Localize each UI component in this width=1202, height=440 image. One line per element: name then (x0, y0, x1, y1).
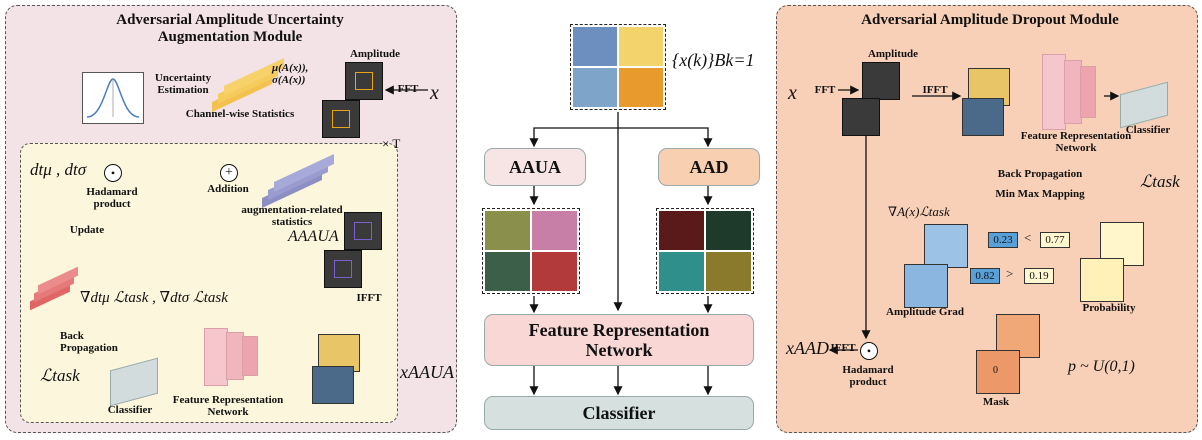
classifier-label-left: Classifier (107, 404, 153, 416)
back-prop-label-left: Back Propagation (60, 330, 130, 354)
frn-label-left: Feature Representation Network (168, 394, 288, 418)
batch-images (570, 24, 666, 110)
amplitude-map-right-1 (862, 62, 900, 100)
mu-label: μ(A(x)), (272, 62, 309, 74)
gradient-formula-left: ∇dtμ ℒtask , ∇dtσ ℒtask (80, 290, 228, 306)
fft-label-left: FFT (397, 83, 419, 95)
less-than: < (1024, 230, 1032, 245)
sigma-label: σ(A(x)) (272, 74, 306, 86)
frn-center-line1: Feature Representation (528, 320, 710, 340)
frn-left-line1: Feature Representation (172, 394, 284, 406)
aaua-title-line2: Augmentation Module (157, 29, 303, 45)
a-aaua-label: AAAUA (288, 228, 339, 245)
amplitude-grad-2 (904, 264, 948, 308)
hadamard-line2-left: product (93, 198, 131, 210)
amplitude-map-2 (322, 100, 360, 138)
uncertainty-label: Uncertainty Estimation (148, 72, 218, 96)
back-line2: Propagation (60, 342, 118, 354)
ifft-label-left: IFFT (356, 292, 382, 304)
frn-left-line2: Network (207, 406, 249, 418)
hadamard-label-left: Hadamard product (82, 186, 142, 210)
amplitude-map-right-2 (842, 98, 880, 136)
addition-label: Addition (207, 183, 249, 195)
update-label: Update (69, 224, 105, 236)
frn-right-line2: Network (1055, 142, 1097, 154)
amp-grad-label: Amplitude Grad (886, 306, 964, 318)
uncertainty-line1: Uncertainty (154, 72, 212, 84)
aad-output-images (656, 208, 754, 294)
aaua-title-line1: Adversarial Amplitude Uncertainty (116, 12, 344, 28)
addition-icon: + (220, 164, 238, 182)
amplitude-label-right: Amplitude (867, 48, 919, 60)
aaua-amplitude-map-1 (344, 212, 382, 250)
back-prop-label-right: Back Propagation (997, 168, 1083, 180)
classifier-box-center: Classifier (484, 396, 754, 430)
l-task-right: ℒtask (1140, 172, 1180, 191)
d-params: dtμ , dtσ (30, 160, 87, 179)
mask-grid-2: 0 (976, 350, 1020, 394)
mu-sigma-stats: μ(A(x)), σ(A(x)) (272, 62, 308, 86)
frn-label-right: Feature Representation Network (1016, 130, 1136, 154)
greater-than: > (1006, 266, 1014, 281)
prob-value-1: 0.77 (1040, 232, 1070, 248)
amplitude-label: Amplitude (349, 48, 401, 60)
amplitude-map-1 (345, 62, 383, 100)
mask-zero: 0 (993, 365, 998, 376)
grad-value-2: 0.82 (970, 268, 1000, 284)
classifier-label-right: Classifier (1125, 124, 1171, 136)
hadamard-line1-left: Hadamard (86, 186, 138, 198)
l-task-left: ℒtask (40, 366, 80, 385)
grad-label-right: ∇A(x)ℒtask (888, 204, 950, 219)
aug-stats-label: augmentation-related statistics (232, 204, 352, 228)
x-aad-label: xAAD (786, 338, 829, 358)
hadamard-line2-right: product (849, 376, 887, 388)
prob-value-2: 0.19 (1024, 268, 1054, 284)
frn-right-line1: Feature Representation (1020, 130, 1132, 142)
batch-notation: {x(k)}Bk=1 (672, 50, 755, 70)
augmented-image-2 (312, 366, 354, 404)
fft-label-right: FFT (814, 84, 836, 96)
hadamard-line1-right: Hadamard (842, 364, 894, 376)
frn-blocks-right (1042, 54, 1102, 130)
back-line1: Back (60, 330, 84, 342)
hadamard-icon: • (104, 164, 122, 182)
ifft-label-right: IFFT (922, 84, 948, 96)
gaussian-plot-icon (82, 72, 144, 124)
mask-label: Mask (982, 396, 1010, 408)
repeat-t-label: × T (382, 136, 401, 151)
hadamard-label-right: Hadamard product (838, 364, 898, 388)
aug-line1: augmentation-related (241, 204, 343, 216)
amplitude-grad-1 (924, 224, 968, 268)
aad-title: Adversarial Amplitude Dropout Module (861, 12, 1119, 28)
probability-grid-2 (1080, 258, 1124, 302)
channel-stats-label: Channel-wise Statistics (185, 108, 295, 120)
hadamard-icon-right: • (860, 342, 878, 360)
probability-label: Probability (1082, 302, 1136, 314)
input-x-left: x (430, 82, 439, 104)
minmax-label: Min Max Mapping (995, 188, 1085, 200)
aaua-output-images (482, 208, 580, 294)
x-aaua-label: xAAUA (400, 362, 454, 382)
grad-value-1: 0.23 (988, 232, 1018, 248)
aad-box: AAD (658, 148, 760, 186)
frn-box-center: Feature Representation Network (484, 314, 754, 366)
aaua-box: AAUA (484, 148, 586, 186)
uniform-distribution: p ~ U(0,1) (1068, 358, 1135, 375)
aaua-title: Adversarial Amplitude Uncertainty Augmen… (60, 12, 400, 46)
frn-center-line2: Network (585, 340, 653, 360)
dropout-image-2 (962, 98, 1004, 136)
input-x-right: x (788, 82, 797, 104)
frn-blocks-left (204, 324, 264, 386)
aaua-amplitude-map-2 (324, 250, 362, 288)
aug-line2: statistics (271, 216, 313, 228)
uncertainty-line2: Estimation (157, 84, 209, 96)
